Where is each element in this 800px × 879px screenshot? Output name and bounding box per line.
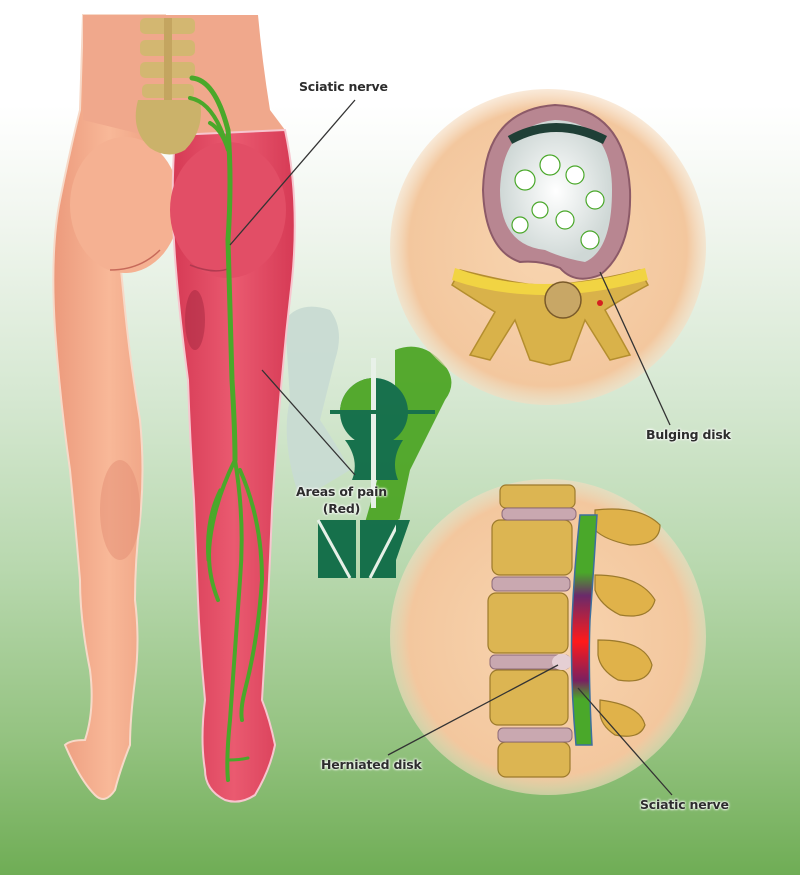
label-sciatic-nerve-top: Sciatic nerve — [299, 79, 388, 94]
sacrum — [135, 100, 201, 155]
legs-back-view — [52, 14, 296, 803]
lumbar-spine — [135, 18, 201, 155]
label-sciatic-nerve-bottom: Sciatic nerve — [640, 797, 729, 812]
spine-side-view-inset — [390, 479, 706, 795]
disk-cross-section-inset — [390, 89, 706, 405]
spinal-cord — [544, 281, 582, 319]
label-areas-of-pain-line2: (Red) — [322, 501, 361, 516]
leader-lines — [229, 99, 673, 796]
label-areas-of-pain-line1: Areas of pain — [296, 484, 387, 499]
compressed-sciatic-nerve — [570, 514, 598, 746]
sciatic-nerve-path — [188, 75, 265, 782]
left-buttock — [70, 137, 180, 273]
label-herniated-disk: Herniated disk — [321, 757, 422, 772]
clinic-logo — [285, 306, 452, 579]
label-areas-of-pain: Areas of pain (Red) — [296, 483, 387, 517]
label-bulging-disk: Bulging disk — [646, 427, 731, 442]
